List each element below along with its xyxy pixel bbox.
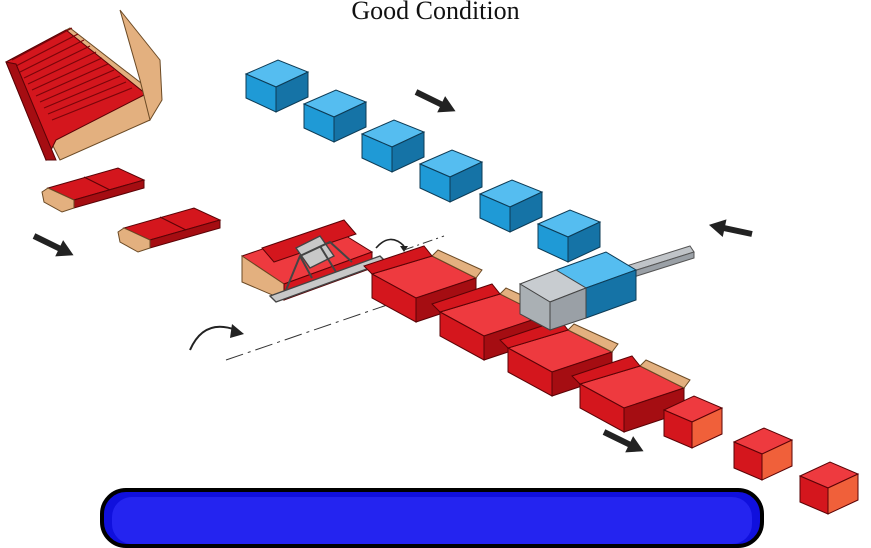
product-box [537, 209, 601, 263]
caption-banner-inner [112, 497, 752, 544]
rotate-arrow-icon [189, 325, 237, 351]
flat-carton-blank [41, 167, 145, 213]
cartoning-process-diagram [5, 9, 859, 515]
carton-opening-station [240, 219, 388, 303]
product-box [245, 59, 309, 113]
rotate-arrow-icon [375, 238, 405, 249]
closed-carton [799, 461, 859, 515]
carton-magazine [5, 9, 163, 162]
closed-carton [733, 427, 793, 481]
product-box [303, 89, 367, 143]
pusher-mechanism [518, 245, 695, 331]
flow-arrow-icon [30, 227, 78, 264]
flow-arrow-icon [412, 83, 460, 120]
product-box [419, 149, 483, 203]
flow-arrow-icon [707, 216, 754, 243]
flat-carton-blank [117, 207, 221, 253]
caption-banner [100, 488, 764, 548]
page-title: Good Condition [351, 0, 520, 25]
product-box [361, 119, 425, 173]
product-box [479, 179, 543, 233]
